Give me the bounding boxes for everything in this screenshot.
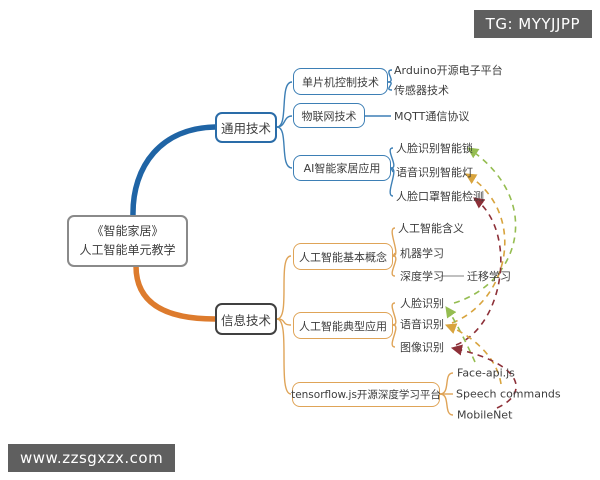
cross-link-face-to-lock: [453, 147, 517, 304]
cross-link-mobilenet-to-image: [450, 344, 517, 409]
node-general-tech[interactable]: 通用技术: [215, 112, 277, 143]
leaf-mqtt[interactable]: MQTT通信协议: [394, 110, 470, 123]
watermark-telegram: TG: MYYJJPP: [473, 10, 592, 38]
node-tensorflowjs-platform[interactable]: tensorflow.js开源深度学习平台: [291, 382, 441, 407]
leaf-voice-recognition[interactable]: 语音识别: [400, 318, 444, 331]
leaf-sensor-tech[interactable]: 传感器技术: [394, 84, 449, 97]
node-ai-basics[interactable]: 人工智能基本概念: [293, 243, 393, 270]
root-title-line2: 人工智能单元教学: [79, 243, 176, 257]
leaf-arduino-platform[interactable]: Arduino开源电子平台: [394, 64, 503, 77]
leaf-image-recognition[interactable]: 图像识别: [400, 341, 444, 354]
leaf-face-recognition[interactable]: 人脸识别: [400, 297, 444, 310]
node-mcu-control[interactable]: 单片机控制技术: [293, 68, 388, 95]
info-tech-brackets: [276, 227, 454, 416]
node-info-tech[interactable]: 信息技术: [215, 303, 277, 335]
leaf-mask-detect[interactable]: 人脸口罩智能检测: [396, 190, 484, 203]
leaf-ai-meaning[interactable]: 人工智能含义: [398, 222, 464, 235]
cross-link-voice-to-lamp: [451, 173, 506, 324]
node-iot[interactable]: 物联网技术: [293, 103, 365, 128]
general-tech-brackets: [276, 69, 395, 197]
cross-link-faceapi-to-face: [445, 306, 476, 363]
leaf-voice-lamp[interactable]: 语音识别智能灯: [396, 166, 473, 179]
leaf-transfer-learning[interactable]: 迁移学习: [467, 270, 511, 283]
leaf-speech-commands[interactable]: Speech commands: [456, 387, 561, 401]
root-node[interactable]: 《智能家居》 人工智能单元教学: [67, 215, 188, 267]
cross-links: [444, 147, 517, 409]
link-root-info-tech: [133, 263, 218, 322]
leaf-mobilenet[interactable]: MobileNet: [457, 408, 513, 422]
leaf-deep-learning[interactable]: 深度学习: [400, 270, 444, 283]
node-ai-typical-apps[interactable]: 人工智能典型应用: [293, 312, 393, 339]
node-ai-smarthome-apps[interactable]: AI智能家居应用: [293, 155, 391, 181]
leaf-machine-learning[interactable]: 机器学习: [400, 247, 444, 260]
link-root-general-tech: [130, 124, 218, 219]
root-title-line1: 《智能家居》: [91, 224, 164, 239]
leaf-face-lock[interactable]: 人脸识别智能锁: [396, 142, 473, 155]
leaf-faceapi-js[interactable]: Face-api.js: [457, 366, 515, 380]
watermark-website: www.zzsgxzx.com: [8, 444, 176, 472]
